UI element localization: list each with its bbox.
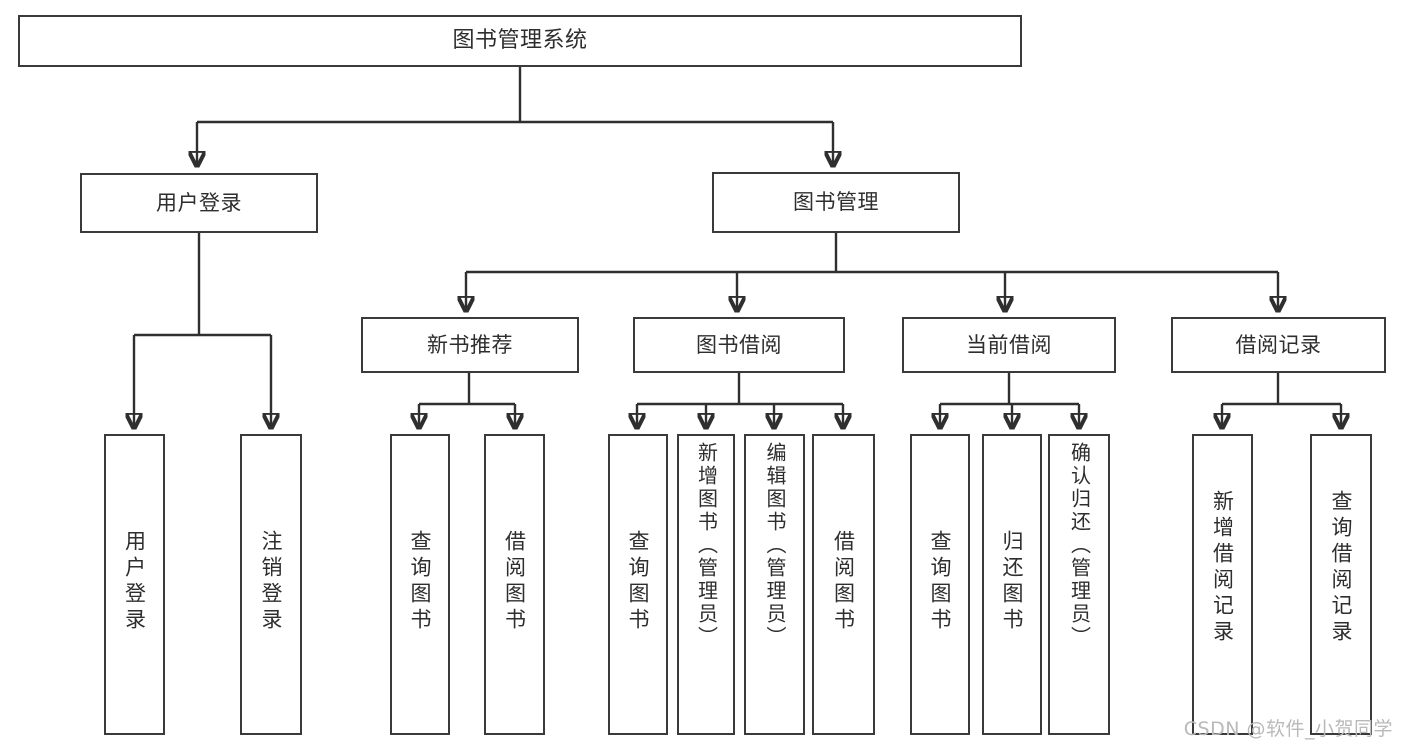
node-borrow-record-label: 借阅记录 [1235, 332, 1322, 357]
node-current-borrowing-label: 当前借阅 [966, 332, 1052, 357]
node-user-login-label: 用户登录 [156, 190, 242, 215]
leaf-query-book-borrow-label: 查询图书 [626, 530, 651, 634]
leaf-user-logout-label: 注销登录 [259, 530, 284, 634]
node-root-label: 图书管理系统 [452, 28, 588, 54]
node-current-borrowing[interactable]: 当前借阅 [902, 317, 1116, 373]
node-root[interactable]: 图书管理系统 [18, 15, 1022, 67]
leaf-return-book[interactable]: 归还图书 [982, 434, 1042, 735]
node-book-borrowing[interactable]: 图书借阅 [633, 317, 845, 373]
node-book-borrowing-label: 图书借阅 [696, 332, 782, 357]
node-book-management-label: 图书管理 [793, 190, 879, 215]
watermark: CSDN @软件_小贺同学 [1183, 718, 1393, 740]
node-borrow-record[interactable]: 借阅记录 [1171, 317, 1386, 373]
leaf-query-borrow-record-label: 查询借阅记录 [1329, 490, 1354, 646]
leaf-query-book-rec-label: 查询图书 [408, 530, 433, 634]
leaf-query-borrow-record[interactable]: 查询借阅记录 [1310, 434, 1372, 735]
leaf-borrow-book-rec[interactable]: 借阅图书 [484, 434, 545, 735]
leaf-user-login-label: 用户登录 [122, 530, 147, 634]
leaf-add-borrow-record-label: 新增借阅记录 [1210, 490, 1235, 646]
leaf-edit-book-admin[interactable]: 编辑图书（管理员） [744, 434, 805, 735]
leaf-query-book-rec[interactable]: 查询图书 [390, 434, 450, 735]
leaf-confirm-return-admin-label: 确认归还（管理员） [1067, 442, 1092, 649]
leaf-query-book-current[interactable]: 查询图书 [910, 434, 970, 735]
leaf-confirm-return-admin[interactable]: 确认归还（管理员） [1048, 434, 1110, 735]
node-new-book-recommendation-label: 新书推荐 [427, 332, 513, 357]
leaf-add-book-admin[interactable]: 新增图书（管理员） [677, 434, 735, 735]
node-new-book-recommendation[interactable]: 新书推荐 [361, 317, 579, 373]
node-book-management[interactable]: 图书管理 [712, 172, 960, 233]
leaf-edit-book-admin-label: 编辑图书（管理员） [763, 442, 787, 649]
leaf-lend-book[interactable]: 借阅图书 [812, 434, 875, 735]
leaf-add-book-admin-label: 新增图书（管理员） [694, 442, 719, 649]
leaf-add-borrow-record[interactable]: 新增借阅记录 [1192, 434, 1253, 735]
leaf-user-logout[interactable]: 注销登录 [240, 434, 302, 735]
leaf-borrow-book-rec-label: 借阅图书 [502, 530, 527, 634]
node-user-login[interactable]: 用户登录 [80, 173, 318, 233]
leaf-query-book-current-label: 查询图书 [928, 530, 953, 634]
leaf-return-book-label: 归还图书 [1000, 530, 1025, 634]
leaf-query-book-borrow[interactable]: 查询图书 [608, 434, 668, 735]
leaf-user-login[interactable]: 用户登录 [104, 434, 165, 735]
leaf-lend-book-label: 借阅图书 [831, 530, 856, 634]
